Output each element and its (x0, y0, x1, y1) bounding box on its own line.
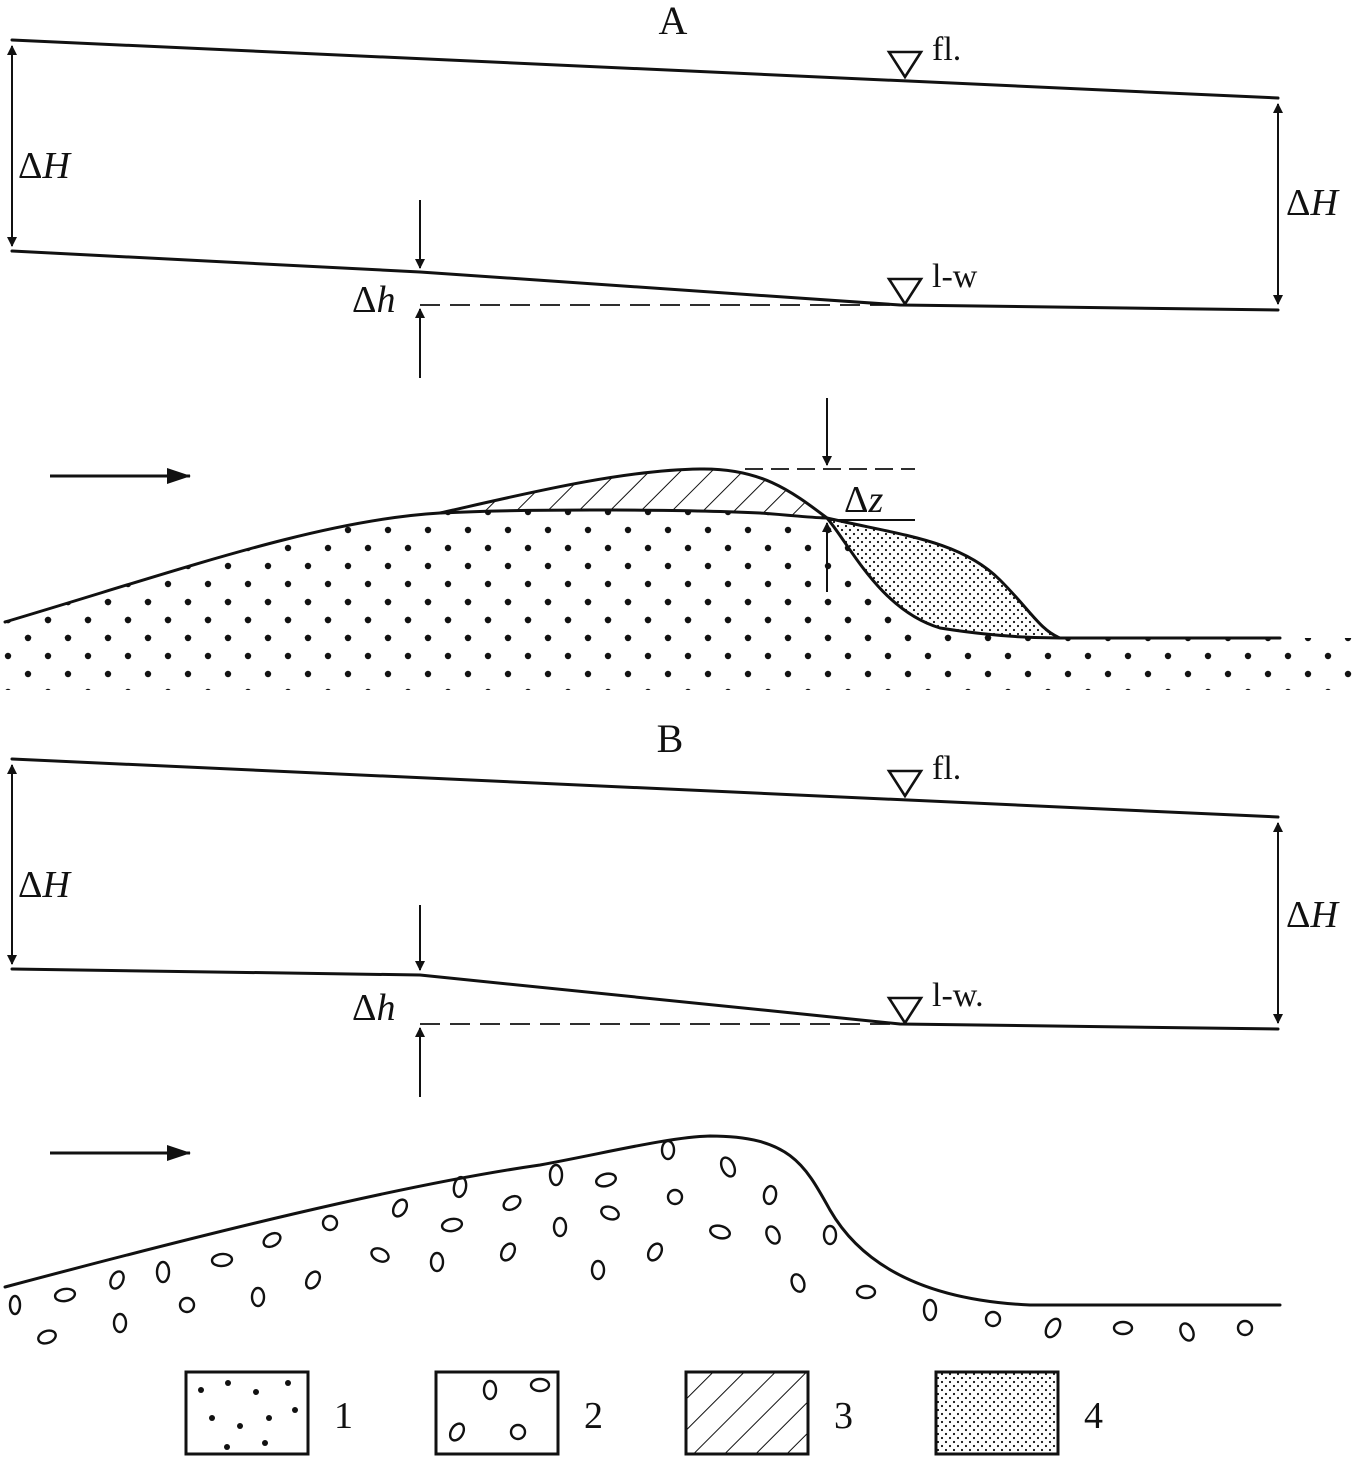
pebble-mark (660, 1139, 676, 1161)
flood-level-marker-icon (886, 50, 924, 80)
pebble-mark (595, 1172, 617, 1188)
low-water-label-b: l-w. (932, 977, 984, 1014)
flood-level-line (10, 38, 1280, 100)
legend-label-2: 2 (584, 1395, 603, 1437)
pebble-mark (178, 1296, 196, 1314)
pebble-mark (855, 1284, 877, 1300)
deposition-zone-stipple (827, 518, 1060, 638)
delta-H-right-label: ΔH (1286, 182, 1340, 224)
low-water-level-line (10, 249, 1280, 312)
pebble-mark (1179, 1322, 1195, 1342)
panel-a-title: A (659, 0, 688, 43)
sand-fill-upper (5, 509, 1060, 638)
low-water-label: l-w (932, 258, 978, 295)
pebble-mark (719, 1156, 737, 1178)
pebble-mark (499, 1242, 517, 1262)
panel-b-water-levels: B fl. l-w. ΔH ΔH Δh (6, 716, 1340, 1097)
legend-label-1: 1 (334, 1395, 353, 1437)
delta-h-label: Δh (352, 279, 395, 321)
pebble-mark (552, 1216, 568, 1238)
flood-level-label-b: fl. (932, 750, 961, 787)
flood-level-label: fl. (932, 31, 961, 68)
pebble-mark (590, 1259, 606, 1281)
pebble-mark (600, 1205, 620, 1221)
bar-profile-low-water (3, 508, 1282, 640)
low-water-marker-icon-b (886, 996, 924, 1026)
pebble-mark (1236, 1319, 1254, 1337)
pebble-mark (646, 1242, 664, 1262)
legend-swatch-pebbles (434, 1370, 560, 1456)
pebble-mark (440, 1217, 464, 1233)
pebble-mark (709, 1224, 731, 1240)
pebble-mark (155, 1260, 171, 1284)
flood-level-marker-icon-b (886, 769, 924, 799)
pebble-mark (304, 1270, 322, 1290)
pebble-mark (109, 1270, 125, 1290)
pebble-mark (391, 1198, 409, 1218)
pebble-mark (370, 1247, 390, 1263)
panel-a-water-levels: A fl. l-w ΔH ΔH Δh (6, 0, 1340, 378)
flood-level-line-b (10, 757, 1280, 819)
pebble-mark (666, 1188, 684, 1206)
legend-swatch-diagonal-hatch (684, 1370, 810, 1456)
pebble-mark (452, 1175, 468, 1199)
delta-z-label: Δz (844, 479, 883, 521)
legend-item-1: 1 (184, 1370, 353, 1456)
pebble-mark (790, 1273, 806, 1293)
pebble-mark (321, 1214, 339, 1232)
bar-profile-flood-downstream (825, 516, 1062, 640)
panel-b-title: B (657, 716, 684, 761)
pebble-mark (8, 1294, 22, 1316)
legend-label-4: 4 (1084, 1395, 1103, 1437)
delta-H-left-label: ΔH (18, 145, 72, 187)
legend-swatch-fine-stipple (934, 1370, 1060, 1456)
legend-item-4: 4 (934, 1370, 1103, 1456)
panel-b-gravel-bar (3, 1134, 1282, 1345)
erosion-zone-hatch (440, 468, 827, 518)
pebble-mark (502, 1194, 522, 1212)
low-water-level-line-b (10, 967, 1280, 1031)
pebble-mark (53, 1287, 77, 1303)
pebble-mark (548, 1163, 564, 1187)
pebble-mark (984, 1310, 1002, 1328)
legend-item-2: 2 (434, 1370, 603, 1456)
low-water-marker-icon (886, 277, 924, 307)
pebble-mark (765, 1225, 781, 1245)
delta-h-label-b: Δh (352, 987, 395, 1029)
pebble-mark (822, 1224, 838, 1246)
pebble-mark (37, 1329, 57, 1345)
gravel-bar-profile (3, 1134, 1282, 1307)
pebble-mark (112, 1312, 128, 1334)
pebble-mark (1044, 1317, 1062, 1339)
pebble-mark (762, 1184, 778, 1206)
pebble-mark (1112, 1320, 1134, 1336)
pebble-mark (429, 1251, 445, 1273)
pebble-mark (262, 1231, 282, 1249)
delta-H-right-label-b: ΔH (1286, 894, 1340, 936)
pebble-field (8, 1139, 1254, 1345)
legend-label-3: 3 (834, 1395, 853, 1437)
pebble-mark (922, 1298, 938, 1322)
pebble-mark (210, 1252, 234, 1268)
bar-profile-flood-upstream (438, 467, 829, 520)
panel-a-sand-bar: Δz (0, 398, 1357, 690)
delta-H-left-label-b: ΔH (18, 864, 72, 906)
pebble-mark (250, 1286, 266, 1308)
legend-item-3: 3 (684, 1370, 853, 1456)
legend: 1 2 3 4 (184, 1370, 1103, 1456)
